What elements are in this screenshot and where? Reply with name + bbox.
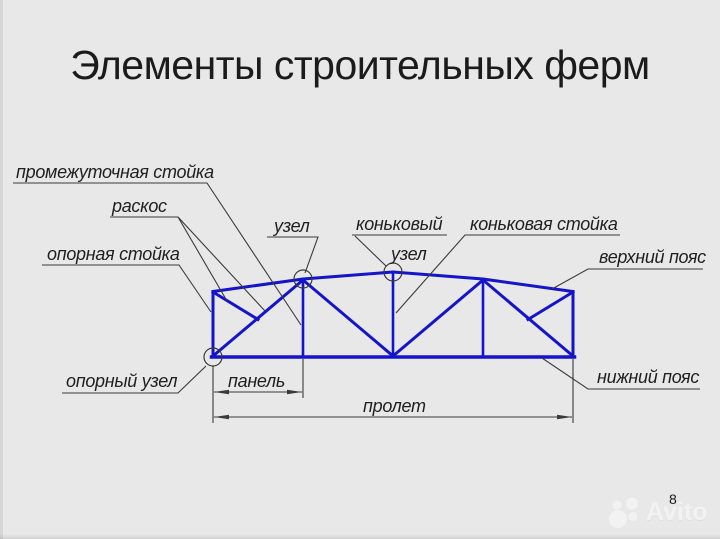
leader-ridge-post xyxy=(395,234,620,314)
diagonal-member-panel2 xyxy=(300,277,396,359)
label-panel-dimension: панель xyxy=(228,371,285,391)
page-number: 8 xyxy=(669,491,677,507)
slide-title: Элементы строительных ферм xyxy=(70,42,650,88)
label-intermediate-post: промежуточная стойка xyxy=(16,162,214,182)
arrowhead-span-left xyxy=(214,414,229,420)
arrowhead-panel-left xyxy=(214,389,229,395)
node-marker xyxy=(293,269,313,289)
watermark: Avito xyxy=(609,494,708,530)
leader-top-chord xyxy=(551,268,703,290)
label-node: узел xyxy=(272,216,310,236)
truss-drawing xyxy=(209,270,577,359)
watermark-brand-text: Avito xyxy=(646,497,708,526)
label-span-dimension: пролет xyxy=(363,396,426,416)
ridge-node-marker xyxy=(383,262,403,282)
label-diagonal-brace: раскос xyxy=(111,196,167,216)
diagonal-member-right-short xyxy=(525,289,576,322)
leader-diagonal-brace-1 xyxy=(177,216,228,302)
leader-ridge-node xyxy=(354,235,387,267)
leader-intermediate-post xyxy=(13,182,302,326)
label-support-post: опорная стойка xyxy=(47,244,180,264)
leader-support-node xyxy=(62,365,207,394)
arrowhead-span-right xyxy=(557,414,572,420)
leader-support-post xyxy=(42,264,212,313)
diagonal-member-panel3 xyxy=(390,277,486,359)
leader-bottom-chord xyxy=(541,357,700,390)
avito-logo-icon xyxy=(609,497,638,528)
bottom-edge-shading xyxy=(0,534,720,539)
left-edge-artifact xyxy=(0,0,3,539)
label-ridge-node-line2: узел xyxy=(389,244,427,264)
leader-node xyxy=(267,236,319,274)
label-ridge-node-line1: коньковый xyxy=(356,214,443,234)
arrowhead-panel-right xyxy=(287,389,302,395)
label-ridge-post: коньковая стойка xyxy=(470,214,618,234)
label-bottom-chord: нижний пояс xyxy=(597,367,699,387)
leader-diagonal-brace-2 xyxy=(177,216,266,312)
label-support-node: опорный узел xyxy=(66,371,177,391)
diagonal-member-left-short xyxy=(210,289,261,322)
label-top-chord: верхний пояс xyxy=(599,247,706,267)
